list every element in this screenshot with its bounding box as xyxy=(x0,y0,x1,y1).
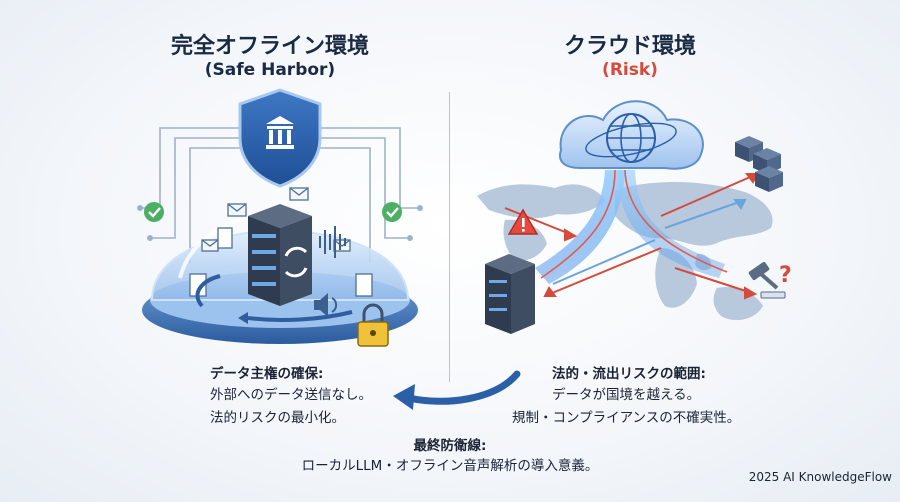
offline-illustration xyxy=(137,88,423,347)
flow-arrow xyxy=(393,370,521,410)
center-divider xyxy=(449,92,450,382)
gavel-icon xyxy=(748,261,786,299)
bottom-line: ローカルLLM・オフライン音声解析の導入意義。 xyxy=(301,458,599,474)
right-subtitle: (Risk) xyxy=(602,60,658,80)
right-title: クラウド環境 xyxy=(563,34,696,59)
check-icon xyxy=(382,202,402,222)
left-caption-line-1: 外部へのデータ送信なし。 xyxy=(210,387,372,403)
document-icon xyxy=(189,227,373,297)
left-caption: データ主権の確保: 外部へのデータ送信なし。 法的リスクの最小化。 xyxy=(210,362,410,426)
left-subtitle: (Safe Harbor) xyxy=(204,60,336,80)
right-caption-line-2: 規制・コンプライアンスの不確実性。 xyxy=(512,410,741,426)
sync-icon xyxy=(284,246,308,278)
cloud-illustration: ? xyxy=(477,100,792,334)
left-caption-head: データ主権の確保: xyxy=(210,366,324,382)
question-icon: ? xyxy=(779,263,792,288)
server-icon xyxy=(248,204,312,306)
right-caption: 法的・流出リスクの範囲: データが国境を越える。 規制・コンプライアンスの不確実… xyxy=(512,362,802,426)
right-caption-head: 法的・流出リスクの範囲: xyxy=(552,366,706,382)
left-title: 完全オフライン環境 xyxy=(170,34,369,59)
server-icon xyxy=(485,254,535,334)
cloud-globe-icon xyxy=(559,100,704,170)
warning-icon xyxy=(507,208,539,235)
right-caption-line-1: データが国境を越える。 xyxy=(552,387,701,403)
data-cubes-icon xyxy=(735,136,783,192)
footer-credit: 2025 AI KnowledgeFlow xyxy=(748,470,892,484)
speaker-icon xyxy=(314,293,338,317)
shield-bank-icon xyxy=(238,88,322,188)
sound-wave-icon xyxy=(319,226,346,258)
bottom-head: 最終防衛線: xyxy=(413,438,487,454)
lock-icon xyxy=(357,303,389,347)
left-caption-line-2: 法的リスクの最小化。 xyxy=(210,410,345,426)
check-icon xyxy=(144,202,164,222)
